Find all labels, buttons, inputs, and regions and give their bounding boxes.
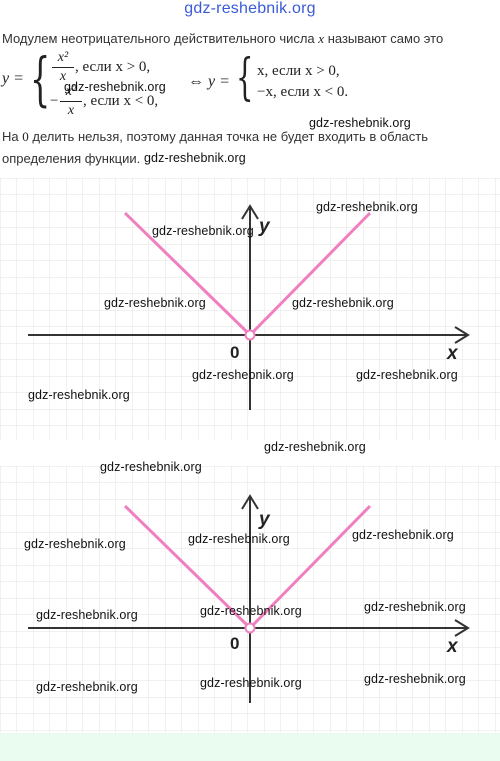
- watermark: gdz-reshebnik.org: [100, 460, 202, 474]
- case-2-condition: , если x < 0,: [83, 93, 159, 109]
- watermark: gdz-reshebnik.org: [356, 368, 458, 382]
- graph-1-x-arrow: [454, 326, 470, 344]
- watermark: gdz-reshebnik.org: [309, 116, 411, 130]
- text-line-1-end: называют само это: [327, 31, 444, 46]
- text-line-1-var: x: [318, 31, 325, 46]
- watermark: gdz-reshebnik.org: [316, 200, 418, 214]
- graph-1-y-label: y: [259, 216, 270, 237]
- graph-1-left-branch: [123, 211, 249, 334]
- fraction-1: x² x: [52, 50, 74, 85]
- right-case-1: x, если x > 0,: [257, 63, 340, 79]
- text-line-2-zero: 0: [22, 129, 29, 144]
- graph-1-open-point: [244, 329, 256, 341]
- graph-2: y x 0: [0, 466, 500, 733]
- watermark: gdz-reshebnik.org: [36, 608, 138, 622]
- graph-2-x-label: x: [447, 636, 458, 657]
- graph-1: y x 0: [0, 178, 500, 440]
- text-line-2-start: На: [2, 129, 19, 144]
- watermark: gdz-reshebnik.org: [188, 532, 290, 546]
- fraction-2-num: x²: [65, 84, 77, 99]
- watermark: gdz-reshebnik.org: [152, 224, 254, 238]
- graph-2-canvas: [0, 466, 500, 733]
- watermark: gdz-reshebnik.org: [264, 440, 366, 454]
- watermark: gdz-reshebnik.org: [24, 537, 126, 551]
- watermark: gdz-reshebnik.org: [28, 388, 130, 402]
- graph-1-canvas: [0, 178, 500, 440]
- case-1-condition: , если x > 0,: [75, 59, 151, 75]
- watermark: gdz-reshebnik.org: [364, 672, 466, 686]
- fraction-2: x² x: [60, 84, 82, 119]
- fraction-1-num: x²: [57, 50, 69, 65]
- formula-lhs: y =: [2, 70, 24, 87]
- watermark: gdz-reshebnik.org: [352, 528, 454, 542]
- graph-1-right-branch: [251, 211, 372, 334]
- text-line-3-text: определения функции.: [2, 151, 141, 166]
- watermark: gdz-reshebnik.org: [192, 368, 294, 382]
- footer-strip: [0, 733, 500, 761]
- graph-1-origin: 0: [230, 343, 240, 362]
- right-case-2: −x, если x < 0.: [257, 84, 349, 100]
- text-line-1-start: Модулем неотрицательного действительного…: [2, 31, 315, 46]
- watermark: gdz-reshebnik.org: [200, 604, 302, 618]
- watermark: gdz-reshebnik.org: [292, 296, 394, 310]
- fraction-2-den: x: [67, 103, 75, 118]
- right-brace: {: [236, 48, 254, 106]
- watermark: gdz-reshebnik.org: [104, 296, 206, 310]
- graph-2-right-branch: [251, 504, 372, 627]
- watermark: gdz-reshebnik.org: [36, 680, 138, 694]
- text-line-2: На 0 делить нельзя, поэтому данная точка…: [2, 129, 428, 145]
- graph-2-x-arrow: [454, 619, 470, 637]
- graph-1-x-label: x: [447, 343, 458, 364]
- text-line-2-end: делить нельзя, поэтому данная точка не б…: [32, 129, 428, 144]
- graph-2-y-arrow: [241, 494, 259, 510]
- watermark: gdz-reshebnik.org: [364, 600, 466, 614]
- modulus-formula: y = { x² x , если x > 0, − x² x , если x…: [0, 48, 500, 118]
- graph-2-y-label: y: [259, 509, 270, 530]
- text-line-3: определения функции.: [2, 151, 140, 166]
- text-line-1: Модулем неотрицательного действительного…: [2, 31, 443, 47]
- case-2-minus: −: [50, 93, 59, 109]
- graph-2-open-point: [244, 622, 256, 634]
- watermark: gdz-reshebnik.org: [200, 676, 302, 690]
- equivalence: ⇔ y =: [188, 73, 230, 90]
- watermark: gdz-reshebnik.org: [64, 80, 166, 94]
- graph-2-origin: 0: [230, 634, 240, 653]
- site-header: gdz-reshebnik.org: [0, 0, 500, 24]
- left-brace: {: [30, 45, 51, 113]
- graph-2-left-branch: [123, 504, 249, 627]
- fraction-1-den: x: [59, 69, 67, 84]
- watermark: gdz-reshebnik.org: [144, 151, 246, 165]
- graph-1-y-arrow: [241, 204, 259, 220]
- site-title[interactable]: gdz-reshebnik.org: [184, 0, 316, 17]
